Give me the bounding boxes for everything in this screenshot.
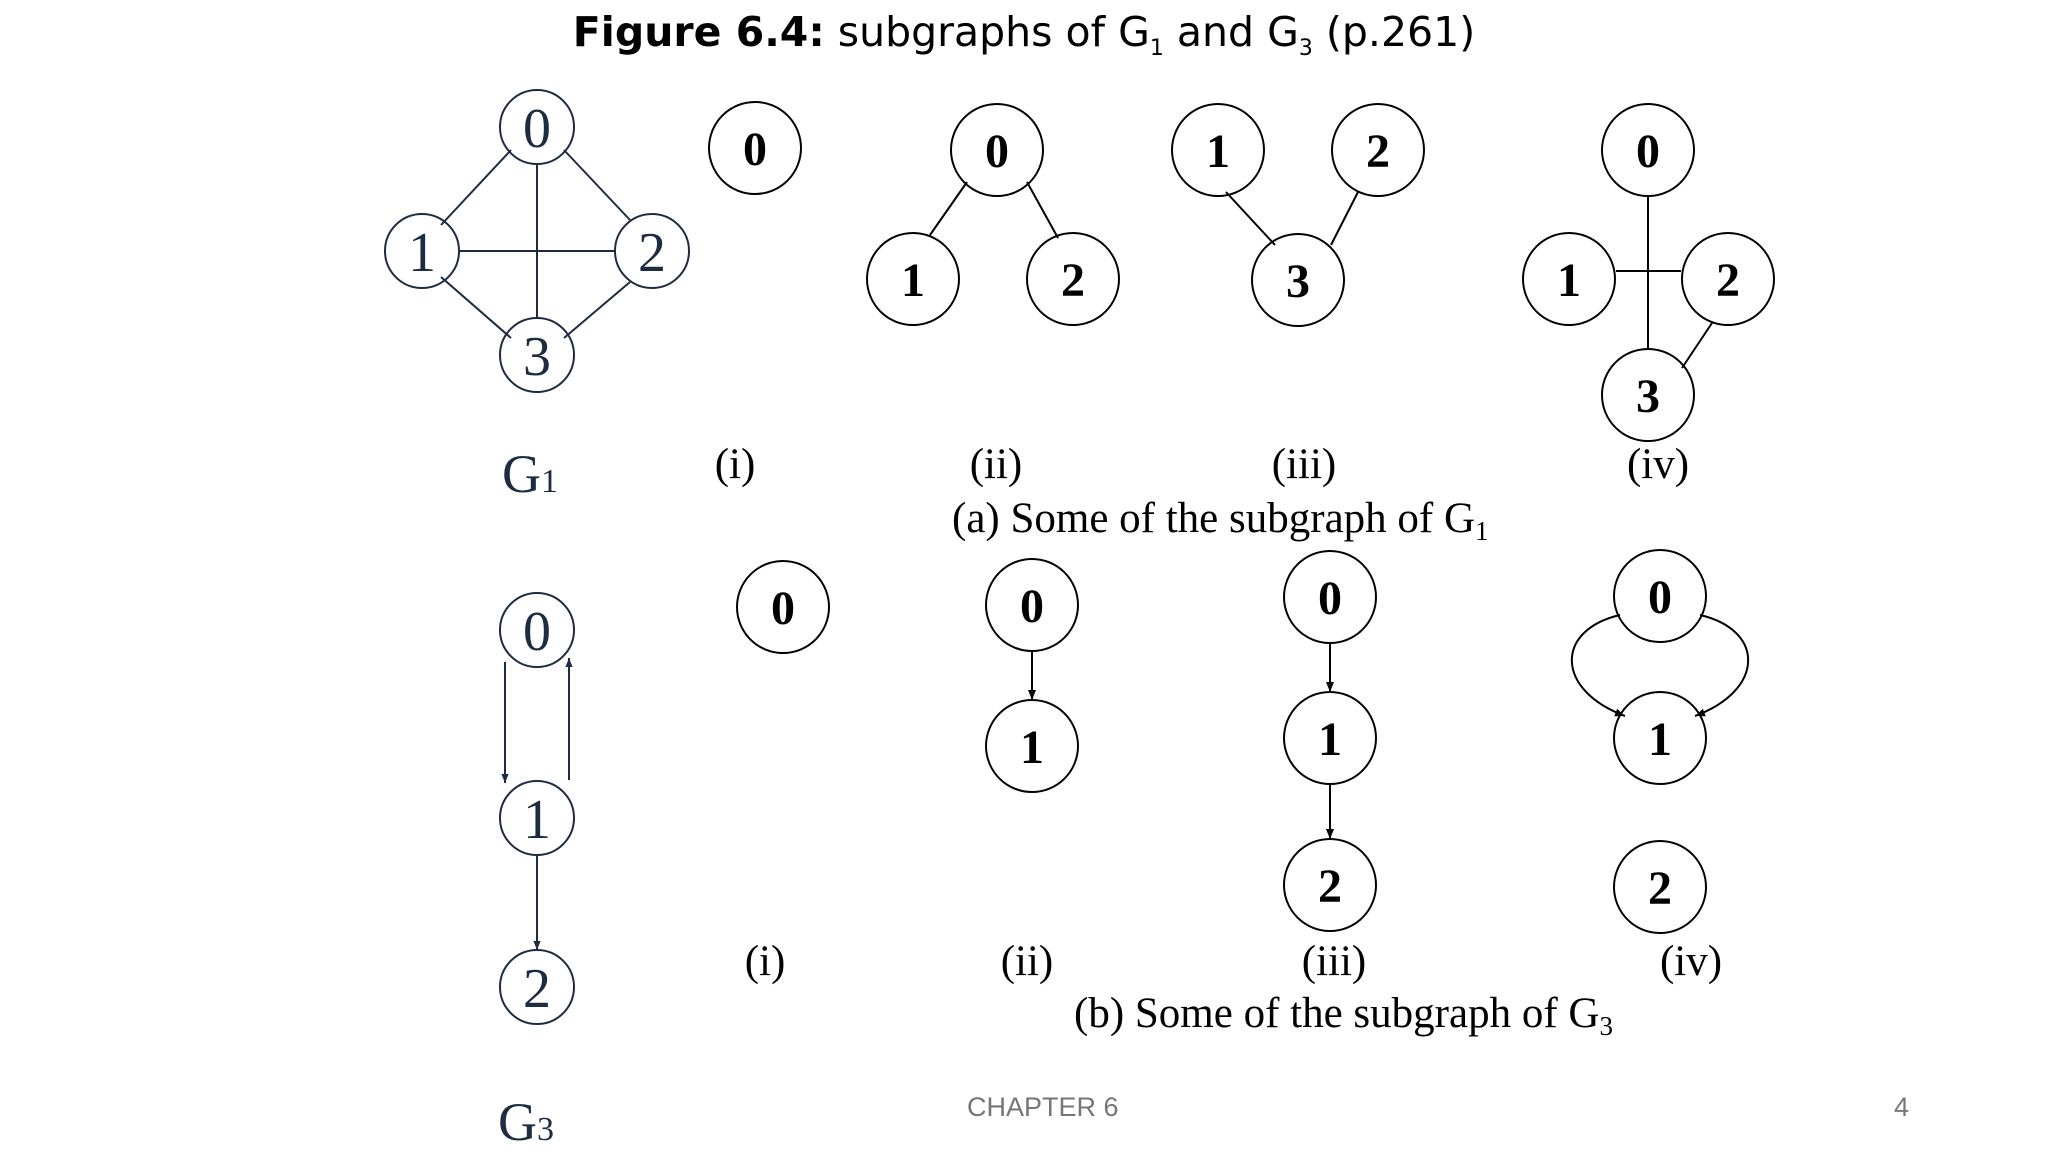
a-iii-edge-1-3 (1225, 191, 1276, 246)
g1-node-0-label: 0 (523, 98, 551, 160)
a-ii-node-1 (866, 232, 960, 326)
b-i-node-0 (736, 560, 830, 654)
b-iv-node-2-label: 2 (1648, 862, 1672, 915)
a-iv-node-2 (1681, 232, 1775, 326)
b-iii-node-1-label: 1 (1318, 713, 1342, 766)
a-label-iv: (iv) (1627, 441, 1689, 488)
a-iv-node-0 (1601, 103, 1695, 197)
b-ii-node-1 (985, 699, 1079, 793)
g1-graph (384, 89, 690, 393)
a-ii-edge-0-1 (929, 181, 968, 236)
a-iv-node-1 (1522, 232, 1616, 326)
b-iv-node-1-label: 1 (1648, 713, 1672, 766)
a-iii-node-3-label: 3 (1286, 255, 1310, 308)
a-label-ii: (ii) (970, 441, 1023, 488)
b-ii-node-0 (985, 558, 1079, 652)
a-ii-node-2 (1026, 232, 1120, 326)
a-iv-node-0-label: 0 (1636, 125, 1660, 178)
a-ii-node-0-label: 0 (985, 125, 1009, 178)
b-caption: (b) Some of the subgraph of G3 (1074, 990, 1613, 1041)
b-iv-node-1 (1613, 691, 1707, 785)
b-iii-node-2 (1283, 838, 1377, 932)
g1-node-1 (384, 213, 460, 289)
g1-node-2-label: 2 (638, 222, 666, 284)
a-i-node-0-label: 0 (743, 123, 767, 176)
g1-edge-2-3 (563, 281, 631, 339)
a-iii-edge-2-3 (1330, 191, 1359, 246)
b-iv-edge-0-1-left (1570, 614, 1626, 717)
a-ii-node-2-label: 2 (1061, 254, 1085, 307)
a-iv-node-3-label: 3 (1636, 370, 1660, 423)
g1-node-2 (614, 213, 690, 289)
g3-node-0-label: 0 (523, 601, 551, 663)
slide-title: Figure 6.4: subgraphs of G1 and G3 (p.26… (572, 8, 1476, 62)
g3-node-2-label: 2 (523, 958, 551, 1020)
g1-node-3-label: 3 (523, 326, 551, 388)
b-iii-node-1 (1283, 691, 1377, 785)
b-iii-node-0 (1283, 550, 1377, 644)
a-label-i: (i) (715, 441, 756, 488)
b-ii-node-1-label: 1 (1020, 721, 1044, 774)
g3-node-1-label: 1 (523, 789, 551, 851)
b-iv-edge-0-1-right (1694, 614, 1750, 717)
a-iv-node-3 (1601, 348, 1695, 442)
a-iii-node-1-label: 1 (1206, 125, 1230, 178)
b-i-node-0-label: 0 (771, 582, 795, 635)
footer-page-number: 4 (1894, 1092, 1910, 1122)
a-iii-node-2-label: 2 (1366, 125, 1390, 178)
a-ii-node-1-label: 1 (901, 254, 925, 307)
a-iii-node-2 (1331, 103, 1425, 197)
g1-edge-0-2 (563, 149, 631, 221)
b-iv-node-2 (1613, 840, 1707, 934)
a-iii-node-3 (1251, 233, 1345, 327)
a-i-node-0 (708, 101, 802, 195)
g1-edge-1-3 (440, 276, 512, 339)
a-ii-node-0 (950, 103, 1044, 197)
footer-chapter: CHAPTER 6 (967, 1092, 1119, 1122)
a-label-iii: (iii) (1272, 441, 1336, 488)
a-ii-edge-0-2 (1026, 181, 1059, 239)
g3-graph (499, 592, 575, 1025)
g3-node-0 (499, 592, 575, 668)
g3-node-2 (499, 949, 575, 1025)
g1-node-3 (499, 317, 575, 393)
b-label-iv: (iv) (1660, 938, 1722, 985)
b-iii-node-2-label: 2 (1318, 860, 1342, 913)
g1-edge-0-1 (440, 149, 512, 226)
a-iii-node-1 (1171, 103, 1265, 197)
b-label-iii: (iii) (1302, 938, 1366, 985)
g1-node-1-label: 1 (408, 222, 436, 284)
b-iv-node-0-label: 0 (1648, 571, 1672, 624)
g3-label: G3 (498, 1092, 554, 1152)
g1-node-0 (499, 89, 575, 165)
a-iv-edge-2-3 (1681, 322, 1713, 369)
b-ii-node-0-label: 0 (1020, 580, 1044, 633)
b-label-i: (i) (745, 938, 786, 985)
g3-node-1 (499, 780, 575, 856)
a-iv-node-1-label: 1 (1557, 254, 1581, 307)
g1-label: G1 (502, 444, 558, 504)
b-iv-node-0 (1613, 549, 1707, 643)
b-label-ii: (ii) (1001, 938, 1054, 985)
b-iii-node-0-label: 0 (1318, 572, 1342, 625)
a-iv-node-2-label: 2 (1716, 254, 1740, 307)
a-caption: (a) Some of the subgraph of G1 (952, 495, 1489, 546)
